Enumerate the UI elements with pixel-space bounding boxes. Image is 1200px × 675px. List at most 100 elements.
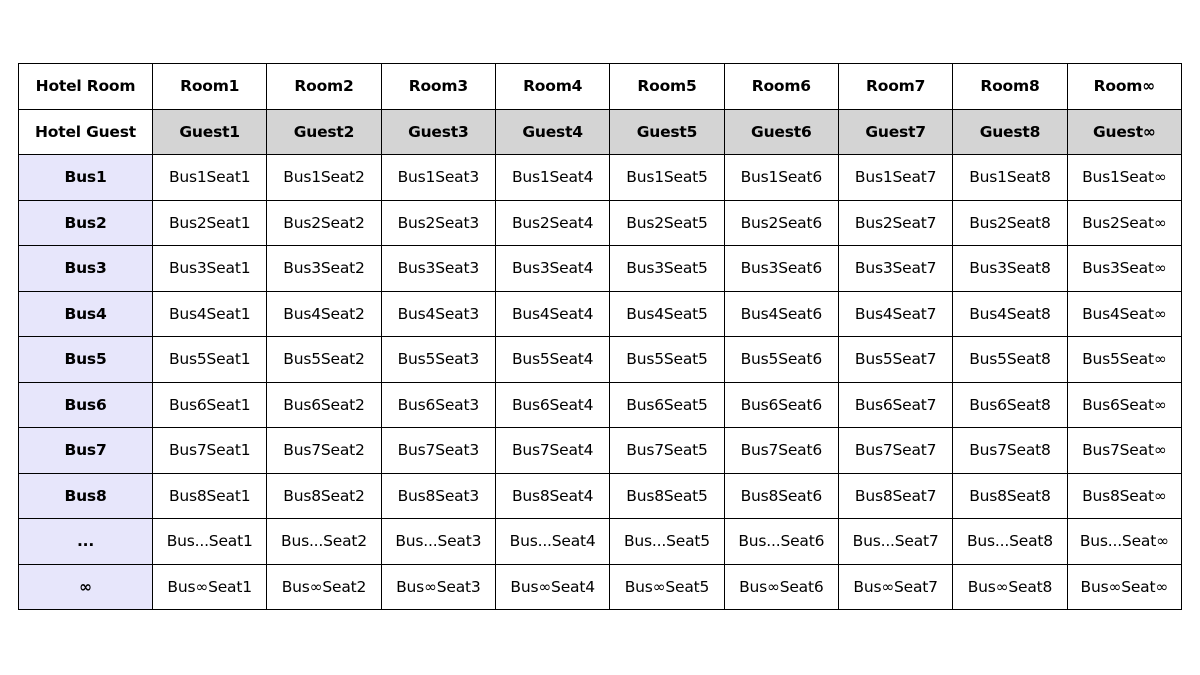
seat-cell: Bus2Seat3 [380, 199, 496, 246]
guest-header-cell: Guest6 [723, 108, 839, 155]
seat-cell: Bus7Seat4 [494, 427, 611, 474]
room-header-cell: Room1 [151, 63, 268, 110]
seat-cell: Bus...Seat4 [494, 518, 611, 565]
bus-label-cell: Bus7 [18, 427, 153, 474]
seat-cell: Bus6Seat8 [952, 381, 1068, 428]
seat-cell: Bus5Seat7 [837, 336, 954, 383]
seat-cell: Bus8Seat4 [494, 472, 611, 519]
seat-cell: Bus7Seat8 [952, 427, 1068, 474]
seat-cell: Bus8Seat7 [837, 472, 954, 519]
guest-header-cell: Guest∞ [1066, 108, 1183, 155]
seat-cell: Bus4Seat7 [837, 290, 954, 337]
seat-cell: Bus5Seat2 [266, 336, 382, 383]
seat-cell: Bus3Seat6 [723, 245, 839, 292]
seat-cell: Bus...Seat2 [266, 518, 382, 565]
seat-cell: Bus6Seat3 [380, 381, 496, 428]
guest-header-row: Hotel Guest Guest1 Guest2 Guest3 Guest4 … [18, 108, 1183, 155]
hotel-room-label: Hotel Room [18, 63, 153, 110]
seat-cell: Bus3Seat7 [837, 245, 954, 292]
room-header-cell: Room5 [609, 63, 725, 110]
seat-cell: Bus5Seat1 [151, 336, 268, 383]
seat-cell: Bus2Seat4 [494, 199, 611, 246]
guest-header-cell: Guest1 [151, 108, 268, 155]
seat-cell: Bus5Seat3 [380, 336, 496, 383]
seat-cell: Bus6Seat2 [266, 381, 382, 428]
seat-cell: Bus5Seat8 [952, 336, 1068, 383]
hotel-assignment-table-container: Hotel Room Room1 Room2 Room3 Room4 Room5… [18, 63, 1183, 610]
seat-cell: Bus4Seat5 [609, 290, 725, 337]
bus-label-cell: Bus3 [18, 245, 153, 292]
seat-cell: Bus4Seat3 [380, 290, 496, 337]
seat-cell: Bus7Seat5 [609, 427, 725, 474]
seat-cell: Bus6Seat1 [151, 381, 268, 428]
seat-cell: Bus3Seat8 [952, 245, 1068, 292]
seat-cell: Bus4Seat8 [952, 290, 1068, 337]
seat-cell: Bus4Seat∞ [1066, 290, 1183, 337]
seat-cell: Bus8Seat3 [380, 472, 496, 519]
seat-cell: Bus∞Seat7 [837, 563, 954, 610]
seat-cell: Bus1Seat8 [952, 154, 1068, 201]
seat-cell: Bus1Seat2 [266, 154, 382, 201]
seat-cell: Bus7Seat∞ [1066, 427, 1183, 474]
seat-cell: Bus∞Seat1 [151, 563, 268, 610]
seat-cell: Bus5Seat6 [723, 336, 839, 383]
seat-cell: Bus8Seat2 [266, 472, 382, 519]
seat-cell: Bus∞Seat5 [609, 563, 725, 610]
seat-cell: Bus3Seat2 [266, 245, 382, 292]
seat-cell: Bus6Seat5 [609, 381, 725, 428]
guest-header-cell: Guest7 [837, 108, 954, 155]
seat-cell: Bus...Seat8 [952, 518, 1068, 565]
seat-cell: Bus2Seat2 [266, 199, 382, 246]
bus-label-cell: Bus2 [18, 199, 153, 246]
seat-cell: Bus2Seat5 [609, 199, 725, 246]
seat-cell: Bus...Seat∞ [1066, 518, 1183, 565]
seat-cell: Bus2Seat∞ [1066, 199, 1183, 246]
seat-cell: Bus∞Seat4 [494, 563, 611, 610]
bus-label-cell: ... [18, 518, 153, 565]
seat-cell: Bus∞Seat8 [952, 563, 1068, 610]
seat-cell: Bus...Seat5 [609, 518, 725, 565]
bus-label-cell: Bus8 [18, 472, 153, 519]
seat-cell: Bus2Seat8 [952, 199, 1068, 246]
seat-cell: Bus5Seat∞ [1066, 336, 1183, 383]
seat-cell: Bus2Seat7 [837, 199, 954, 246]
seat-cell: Bus∞Seat∞ [1066, 563, 1183, 610]
seat-cell: Bus1Seat4 [494, 154, 611, 201]
guest-header-cell: Guest5 [609, 108, 725, 155]
seat-cell: Bus3Seat4 [494, 245, 611, 292]
seat-cell: Bus2Seat1 [151, 199, 268, 246]
seat-cell: Bus8Seat∞ [1066, 472, 1183, 519]
room-header-cell: Room8 [952, 63, 1068, 110]
seat-cell: Bus7Seat7 [837, 427, 954, 474]
room-header-row: Hotel Room Room1 Room2 Room3 Room4 Room5… [18, 63, 1183, 110]
seat-cell: Bus...Seat3 [380, 518, 496, 565]
seat-cell: Bus8Seat5 [609, 472, 725, 519]
seat-cell: Bus6Seat4 [494, 381, 611, 428]
room-header-cell: Room6 [723, 63, 839, 110]
seat-cell: Bus3Seat∞ [1066, 245, 1183, 292]
seat-cell: Bus7Seat2 [266, 427, 382, 474]
guest-header-cell: Guest4 [494, 108, 611, 155]
bus-label-cell: ∞ [18, 563, 153, 610]
seat-cell: Bus1Seat5 [609, 154, 725, 201]
room-header-cell: Room3 [380, 63, 496, 110]
seat-cell: Bus8Seat8 [952, 472, 1068, 519]
seat-cell: Bus...Seat1 [151, 518, 268, 565]
room-header-cell: Room∞ [1066, 63, 1183, 110]
seat-cell: Bus∞Seat2 [266, 563, 382, 610]
room-header-cell: Room2 [266, 63, 382, 110]
seat-cell: Bus1Seat6 [723, 154, 839, 201]
bus-label-cell: Bus6 [18, 381, 153, 428]
seat-cell: Bus∞Seat6 [723, 563, 839, 610]
seat-cell: Bus6Seat6 [723, 381, 839, 428]
hotel-guest-label: Hotel Guest [18, 108, 153, 155]
hotel-assignment-table: Hotel Room Room1 Room2 Room3 Room4 Room5… [18, 63, 1183, 610]
seat-cell: Bus7Seat6 [723, 427, 839, 474]
room-header-cell: Room7 [837, 63, 954, 110]
